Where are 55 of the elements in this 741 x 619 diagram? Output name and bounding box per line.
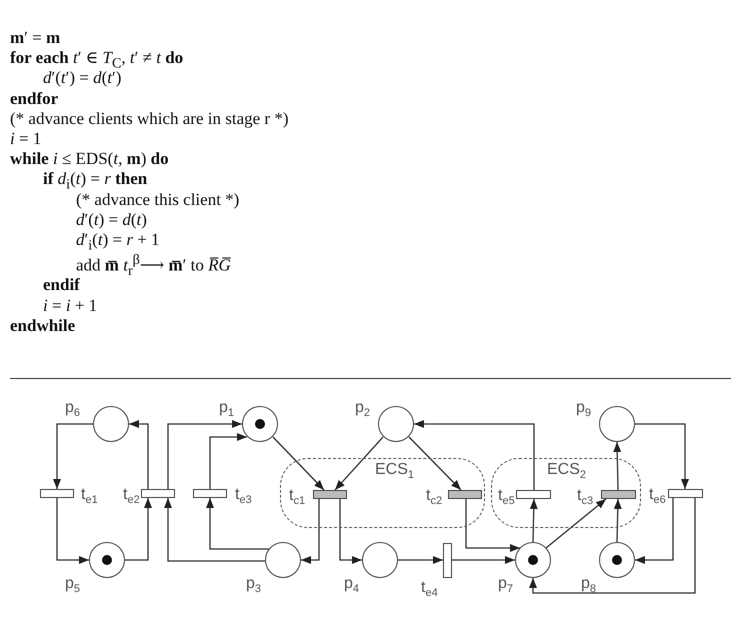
pseudocode-line: d′(t) = d(t) — [76, 210, 147, 230]
arrow — [164, 498, 265, 562]
arrow — [334, 436, 384, 490]
arrow — [635, 498, 674, 564]
arrow — [129, 420, 149, 489]
arrow — [53, 423, 93, 489]
place-label: p$_{2}$ — [355, 399, 370, 422]
region-label: ECS$_{1}$ — [375, 461, 414, 484]
arrow — [635, 423, 689, 489]
pseudocode-line: (* advance clients which are in stage r *) — [10, 108, 288, 129]
arrow — [272, 436, 324, 490]
region-label: ECS$_{2}$ — [547, 461, 586, 484]
transition-label: t$_{c2}$ — [426, 487, 442, 510]
transition-label: t$_{e3}$ — [235, 486, 252, 508]
pseudocode-line: endwhile — [10, 316, 76, 336]
transition-label: t$_{c1}$ — [289, 487, 306, 510]
place-label: p$_{5}$ — [65, 575, 80, 598]
transition-label: t$_{e2}$ — [123, 486, 140, 508]
transition-label: t$_{e4}$ — [421, 579, 438, 602]
arrow — [614, 498, 622, 542]
arrow — [613, 442, 622, 490]
pseudocode-line: endfor — [10, 88, 58, 109]
pseudocode-line: while i ≤ EDS(t, m) do — [10, 149, 169, 170]
place-label: p$_{8}$ — [581, 575, 596, 598]
place-label: p$_{6}$ — [65, 399, 80, 422]
arrow — [209, 433, 247, 489]
pseudocode-line: i = 1 — [10, 129, 42, 149]
arrow — [414, 420, 535, 490]
arrow — [206, 498, 269, 550]
arrow — [125, 498, 152, 561]
pseudocode-line: d′$_{i}$(t) = r + 1 — [76, 230, 160, 254]
place-label: p$_{7}$ — [498, 575, 514, 598]
arrow — [452, 556, 515, 564]
arrow — [408, 436, 462, 490]
pseudocode-line: i = i + 1 — [43, 296, 98, 316]
arrow — [398, 556, 443, 564]
transition-label: t$_{c3}$ — [577, 487, 594, 510]
arrow — [301, 499, 320, 564]
arrow — [56, 498, 89, 564]
place-label: p$_{1}$ — [219, 399, 234, 422]
arrow — [546, 498, 606, 548]
arrow — [339, 499, 362, 564]
transition-label: t$_{e5}$ — [498, 487, 515, 510]
arrow — [465, 499, 520, 552]
pseudocode-line: m′ = m — [10, 28, 60, 48]
arrow — [530, 498, 538, 542]
dashed-region — [280, 458, 485, 528]
dashed-region — [491, 458, 641, 528]
place-label: p$_{4}$ — [344, 575, 360, 598]
arrow — [529, 498, 696, 594]
place-label: p$_{9}$ — [576, 399, 592, 422]
place-label: p$_{3}$ — [246, 575, 262, 598]
transition-label: t$_{e1}$ — [81, 486, 98, 508]
arrow — [167, 420, 242, 489]
transition-label: t$_{e6}$ — [649, 486, 666, 508]
